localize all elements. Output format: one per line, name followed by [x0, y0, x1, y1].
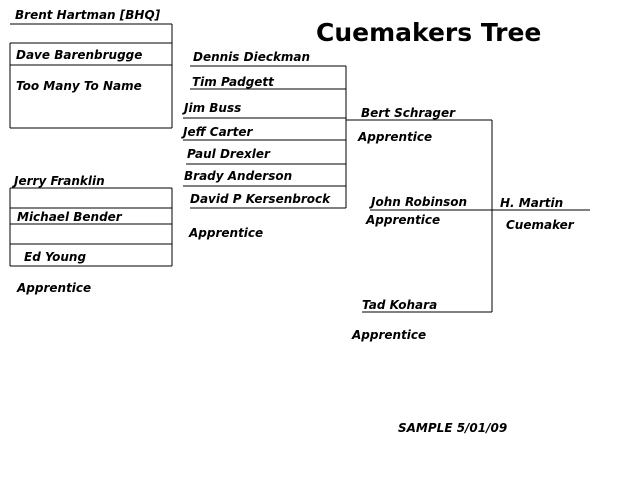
node-ed-young: Ed Young [24, 250, 87, 264]
role-apprentice-bert-schrager: Apprentice [189, 226, 264, 240]
node-brady-anderson: Brady Anderson [184, 169, 293, 183]
node-david-kersenbrock: David P Kersenbrock [190, 192, 331, 206]
page-title: Cuemakers Tree [316, 18, 542, 47]
bracket-bert-schrager [183, 65, 347, 209]
node-john-robinson: John Robinson [371, 195, 468, 209]
node-jeff-carter: Jeff Carter [183, 125, 253, 139]
bracket-jerry-franklin [9, 187, 173, 267]
node-dave-barenbrugge: Dave Barenbrugge [16, 48, 143, 62]
node-dennis-dieckman: Dennis Dieckman [193, 50, 311, 64]
node-bert-schrager: Bert Schrager [361, 106, 456, 120]
bracket-h-martin [346, 119, 590, 313]
node-jim-buss: Jim Buss [184, 101, 242, 115]
node-brent-hartman: Brent Hartman [BHQ] [15, 8, 161, 22]
node-jerry-franklin: Jerry Franklin [14, 174, 105, 188]
role-cuemaker: Cuemaker [506, 218, 574, 232]
node-tim-padgett: Tim Padgett [192, 75, 274, 89]
node-tad-kohara: Tad Kohara [362, 298, 438, 312]
role-apprentice-jerry-franklin: Apprentice [17, 281, 92, 295]
node-paul-drexler: Paul Drexler [187, 147, 270, 161]
role-apprentice-h-martin-tad: Apprentice [352, 328, 427, 342]
bracket-brent-hartman [9, 23, 173, 129]
node-h-martin: H. Martin [500, 196, 564, 210]
node-michael-bender: Michael Bender [17, 210, 122, 224]
node-too-many-to-name: Too Many To Name [16, 79, 142, 93]
role-apprentice-h-martin-bert: Apprentice [358, 130, 433, 144]
sample-note: SAMPLE 5/01/09 [398, 421, 508, 435]
role-apprentice-h-martin-john: Apprentice [366, 213, 441, 227]
